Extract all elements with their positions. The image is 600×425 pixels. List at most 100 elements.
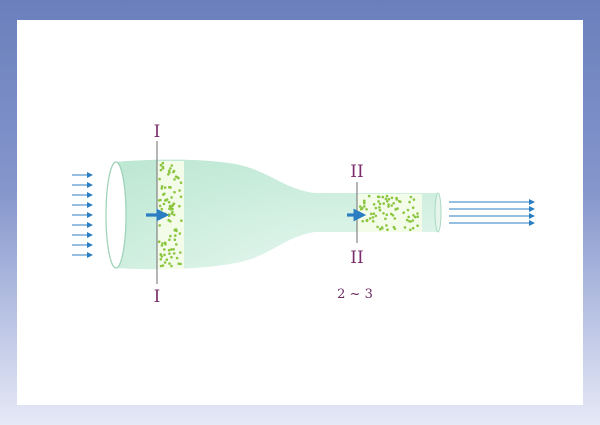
particle-dot [412,214,415,217]
particle-dot [409,220,413,223]
particle-dot [163,253,166,257]
particle-dot [161,242,164,245]
particle-dot [385,200,389,203]
particle-dot [416,224,419,227]
particle-dot [392,225,396,229]
particle-dot [396,207,399,210]
particle-dot [172,202,176,205]
particle-dot [384,197,388,201]
outflow-arrows [449,199,535,226]
particle-dot [178,204,181,208]
particle-dot [173,190,176,194]
particle-dot [361,219,365,223]
particle-dot [408,200,411,204]
particle-dot [159,163,163,167]
particle-dot [172,248,175,251]
particle-dot [175,243,178,246]
pipe [105,159,442,270]
ratio-note: 2 ~ 3 [337,287,373,302]
particle-dot [385,194,389,198]
particle-dot [409,228,412,232]
pipe-inlet-rim [105,161,127,269]
particle-dot [161,165,165,169]
section-two-top-label: II [350,162,363,182]
particle-dot [158,224,161,227]
particle-dot [169,167,172,170]
particle-dot [387,203,390,206]
particle-dot [172,252,176,255]
particle-dot [363,205,366,208]
particle-dot [161,161,165,165]
particle-dot [162,202,166,206]
particle-dot [378,227,382,231]
particle-dot [175,175,179,179]
particle-dot [159,264,163,268]
particle-dot [358,205,362,208]
particle-dot [378,202,382,206]
particle-dot [382,212,385,215]
particle-dot [171,210,174,214]
particle-dot [377,200,380,203]
particle-dot [167,213,171,216]
particle-dot [172,170,175,174]
particle-dot [365,208,368,211]
particle-dot [390,196,394,200]
particle-dot [157,240,161,243]
pipe-shading [115,159,438,270]
particle-dot [392,202,396,205]
particle-dot [411,206,415,209]
particle-dot [377,195,381,199]
particle-dot [158,204,162,208]
particle-dot [179,262,182,266]
particle-dot [168,262,171,265]
particle-dot [416,215,420,218]
particle-dot [162,193,165,196]
particle-dot [174,234,177,237]
particle-dot [174,228,177,231]
particle-dot [384,217,387,221]
particle-dot [371,216,375,219]
particle-dot [179,181,183,184]
particle-dot [178,189,181,192]
particle-dot [378,206,381,209]
pipe-outlet-rim [434,192,442,233]
particle-dot [179,251,182,254]
particle-dot [395,196,398,200]
particle-dot [169,205,173,209]
particle-dot [170,255,173,259]
particle-dot [169,234,172,238]
particle-dot [178,232,182,235]
particle-dot [368,217,372,220]
particle-dot [411,226,415,230]
particle-dot [173,178,176,181]
particle-dot [165,258,169,262]
particle-dot [374,206,378,210]
particle-dot [167,248,171,252]
particle-dot [382,202,386,205]
section-one-top-label: I [154,122,161,142]
section-one-bottom-label: I [154,287,161,307]
particle-dot [160,244,164,247]
particle-dot [380,226,384,229]
particle-dot [407,215,411,219]
particle-dot [169,207,172,211]
particle-dot [159,198,162,202]
particle-dot [158,177,161,181]
section-two-slab [357,194,422,232]
particle-dot [160,207,164,211]
particle-dot [163,248,166,251]
particle-dot [160,185,164,188]
particle-dot [365,218,369,222]
particle-dot [168,238,171,242]
particle-dot [167,173,170,176]
particle-dot [163,241,167,244]
particle-dot [393,217,397,220]
particle-dot [170,264,173,268]
particle-dot [387,197,391,201]
particle-dot [386,228,389,231]
particle-dot [403,226,407,229]
particle-dot [175,256,179,260]
particle-dot [405,218,409,222]
particle-dot [409,195,413,199]
particle-dot [371,219,375,223]
